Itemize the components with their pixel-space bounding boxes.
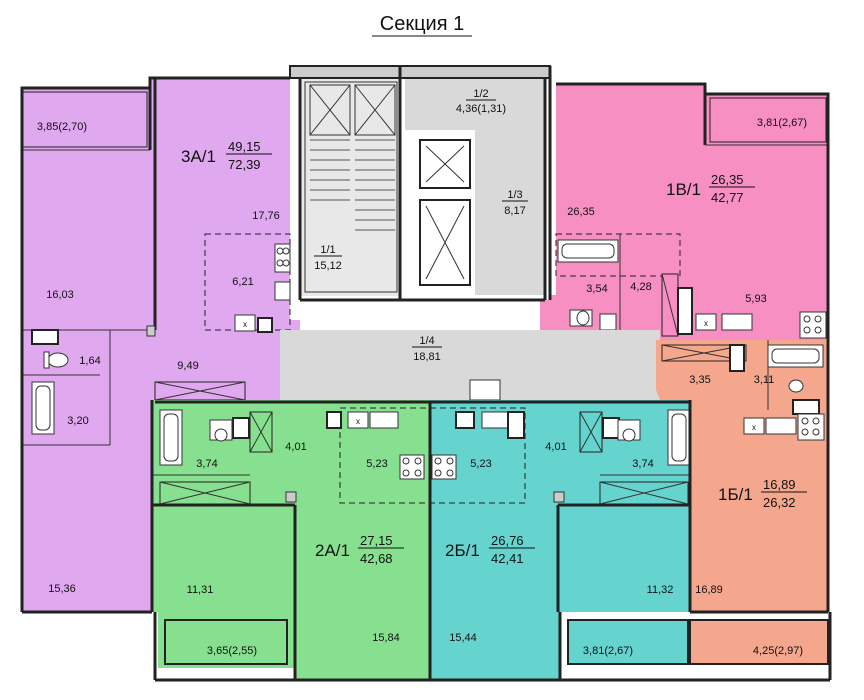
room-area: 3,35: [689, 374, 710, 386]
apartment-code: 1В/1: [666, 180, 701, 199]
apartment-total-area: 72,39: [228, 157, 261, 172]
room-area: 3,74: [632, 458, 653, 470]
room-area: 15,44: [449, 632, 477, 644]
room-area: 5,93: [745, 293, 766, 305]
apartment-living-area: 26,76: [491, 533, 524, 548]
room-area: 15,84: [372, 632, 400, 644]
apartment-2b: [428, 400, 691, 680]
room-area: 4,01: [285, 441, 306, 453]
svg-text:x: x: [752, 423, 756, 432]
apartment-code: 3А/1: [181, 147, 216, 166]
apartment-living-area: 49,15: [228, 139, 261, 154]
common-area-size: 15,12: [314, 260, 342, 272]
apartment-total-area: 42,68: [360, 551, 393, 566]
common-area-size: 18,81: [413, 351, 441, 363]
room-area: 9,49: [177, 360, 198, 372]
apartment-1v: x: [540, 84, 828, 340]
apartment-code: 1Б/1: [718, 485, 753, 504]
room-area: 4,01: [545, 441, 566, 453]
room-area: 4,28: [630, 281, 651, 293]
apartment-living-area: 27,15: [360, 533, 393, 548]
area-labels: 3,85(2,70) 17,76 6,21 16,03 1,64 9,49 3,…: [37, 117, 807, 657]
common-core: [280, 66, 660, 412]
room-area: 3,85(2,70): [37, 121, 87, 133]
common-labels: 1/2 4,36(1,31) 1/3 8,17 1/1 15,12 1/4 18…: [314, 88, 528, 363]
room-area: 3,81(2,67): [583, 645, 633, 657]
common-area-number: 1/3: [507, 189, 522, 201]
room-area: 11,32: [647, 584, 674, 596]
room-area: 11,31: [187, 584, 214, 596]
apartment-total-area: 26,32: [763, 495, 796, 510]
apartment-code: 2А/1: [315, 541, 350, 560]
room-area: 3,54: [586, 283, 607, 295]
apartment-labels: 3А/1 49,15 72,39 1В/1 26,35 42,77 2А/1 2…: [181, 139, 807, 566]
common-area-size: 8,17: [504, 205, 525, 217]
apartment-living-area: 16,89: [763, 477, 796, 492]
room-area: 6,21: [232, 276, 253, 288]
room-area: 3,65(2,55): [207, 645, 257, 657]
apartment-2a: x: [152, 400, 431, 680]
svg-text:x: x: [356, 417, 360, 426]
svg-text:x: x: [243, 320, 247, 329]
room-area: 15,36: [48, 583, 76, 595]
room-area: 16,03: [46, 289, 74, 301]
section-title: Секция 1: [380, 13, 464, 35]
outer-walls: [20, 65, 832, 682]
room-area: 16,89: [695, 584, 723, 596]
room-area: 5,23: [366, 458, 387, 470]
apartment-total-area: 42,77: [711, 190, 744, 205]
room-area: 3,11: [754, 374, 775, 386]
room-area: 1,64: [79, 355, 100, 367]
room-area: 3,81(2,67): [757, 117, 807, 129]
room-area: 3,20: [67, 415, 88, 427]
apartment-living-area: 26,35: [711, 172, 744, 187]
room-area: 3,74: [196, 458, 217, 470]
common-area-number: 1/4: [419, 335, 434, 347]
svg-text:x: x: [704, 319, 708, 328]
apartment-1b: x: [656, 340, 829, 665]
apartment-code: 2Б/1: [445, 541, 480, 560]
common-area-size: 4,36(1,31): [456, 103, 506, 115]
room-area: 26,35: [567, 206, 595, 218]
common-area-number: 1/1: [320, 244, 335, 256]
apartment-total-area: 42,41: [491, 551, 524, 566]
room-area: 5,23: [470, 458, 491, 470]
room-area: 17,76: [252, 210, 280, 222]
common-area-number: 1/2: [473, 88, 488, 100]
room-area: 4,25(2,97): [753, 645, 803, 657]
